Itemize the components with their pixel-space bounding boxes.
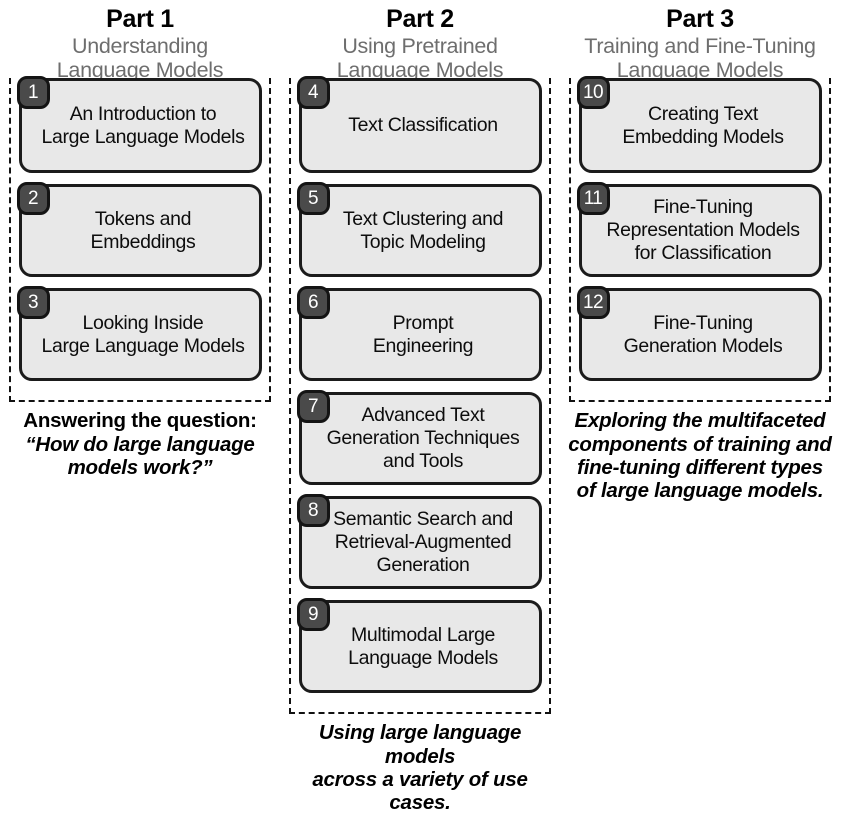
part-3-chapter-group: 10 Creating Text Embedding Models 11 Fin… [569,76,831,403]
part-2-title: Part 2 [386,5,454,33]
part-1-header: Part 1 Understanding Language Models [0,0,280,83]
chapter-number-badge: 7 [296,390,330,424]
part-2-caption: Using large language models across a var… [285,721,555,814]
part-2-chapter-group: 4 Text Classification 5 Text Clustering … [289,76,551,715]
part-column-3: Part 3 Training and Fine-Tuning Language… [560,0,840,503]
part-column-1: Part 1 Understanding Language Models 1 A… [0,0,280,479]
part-1-caption-bold: Answering the question: [23,409,257,433]
part-column-2: Part 2 Using Pretrained Language Models … [280,0,560,815]
chapter-card-10[interactable]: 10 Creating Text Embedding Models [576,76,822,174]
chapter-title: Text Classification [348,114,498,137]
chapter-title: Fine-Tuning Representation Models for Cl… [606,196,800,265]
chapter-card-2[interactable]: 2 Tokens and Embeddings [16,182,262,278]
chapter-number-badge: 11 [576,182,610,216]
chapter-number-badge: 10 [576,76,610,110]
chapter-number-badge: 5 [296,182,330,216]
part-3-title: Part 3 [666,5,734,33]
chapter-title: Text Clustering and Topic Modeling [342,207,504,253]
chapter-card-3[interactable]: 3 Looking Inside Large Language Models [16,286,262,382]
part-1-caption-italic: “How do large language models work?” [25,432,255,479]
chapter-title: Fine-Tuning Generation Models [623,311,783,357]
chapter-title: Multimodal Large Language Models [348,623,498,669]
chapter-title: Tokens and Embeddings [90,207,196,253]
part-1-caption: Answering the question: “How do large la… [5,409,275,479]
chapter-card-4[interactable]: 4 Text Classification [296,76,542,174]
chapter-title: Advanced Text Generation Techniques and … [326,404,520,473]
chapter-card-6[interactable]: 6 Prompt Engineering [296,286,542,382]
chapter-number-badge: 6 [296,286,330,320]
part-2-header: Part 2 Using Pretrained Language Models [280,0,560,83]
part-3-caption-italic: Exploring the multifaceted components of… [568,409,832,503]
chapter-card-1[interactable]: 1 An Introduction to Large Language Mode… [16,76,262,174]
part-1-title: Part 1 [106,5,174,33]
chapter-card-5[interactable]: 5 Text Clustering and Topic Modeling [296,182,542,278]
chapter-number-badge: 8 [296,494,330,528]
chapter-number-badge: 9 [296,598,330,632]
part-3-caption: Exploring the multifaceted components of… [565,409,835,502]
part-1-chapter-group: 1 An Introduction to Large Language Mode… [9,76,271,403]
chapter-number-badge: 12 [576,286,610,320]
chapter-title: An Introduction to Large Language Models [41,102,245,148]
part-1-subtitle: Understanding Language Models [56,34,224,83]
chapter-card-11[interactable]: 11 Fine-Tuning Representation Models for… [576,182,822,278]
chapter-card-9[interactable]: 9 Multimodal Large Language Models [296,598,542,694]
part-2-subtitle: Using Pretrained Language Models [336,34,504,83]
chapter-card-8[interactable]: 8 Semantic Search and Retrieval-Augmente… [296,494,542,590]
chapter-number-badge: 2 [16,182,50,216]
chapter-title: Prompt Engineering [372,311,474,357]
chapter-title: Looking Inside Large Language Models [41,311,245,357]
part-3-subtitle: Training and Fine-Tuning Language Models [584,34,816,83]
chapter-title: Semantic Search and Retrieval-Augmented … [333,508,513,577]
part-2-caption-italic: Using large language models across a var… [312,721,528,815]
chapter-title: Creating Text Embedding Models [622,102,784,148]
chapter-number-badge: 4 [296,76,330,110]
chapter-number-badge: 3 [16,286,50,320]
chapter-card-12[interactable]: 12 Fine-Tuning Generation Models [576,286,822,382]
part-3-header: Part 3 Training and Fine-Tuning Language… [560,0,840,83]
chapter-number-badge: 1 [16,76,50,110]
chapter-card-7[interactable]: 7 Advanced Text Generation Techniques an… [296,390,542,486]
